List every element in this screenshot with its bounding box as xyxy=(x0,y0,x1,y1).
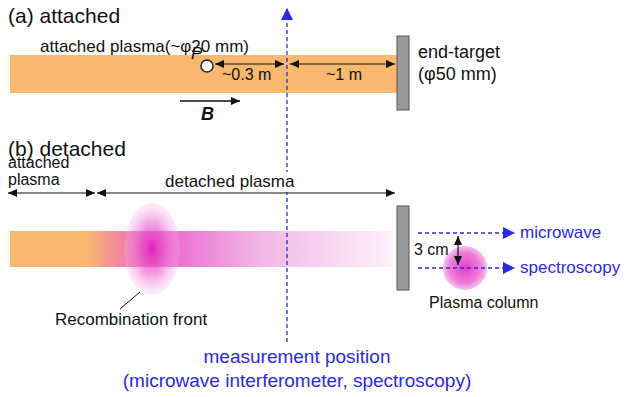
end-target-plate xyxy=(397,206,409,290)
point-label: P xyxy=(191,44,202,64)
field-symbol: B xyxy=(201,104,214,125)
field-arrow xyxy=(180,100,240,102)
chord-label: microwave xyxy=(520,223,601,243)
caption-line: (microwave interferometer, spectroscopy) xyxy=(123,370,471,392)
dimension-arrow xyxy=(215,63,284,64)
node-label: attached plasma(~φ20 mm) xyxy=(40,37,249,57)
callout-label: Recombination front xyxy=(55,310,207,330)
point-marker xyxy=(201,60,213,72)
attached-plasma-bar xyxy=(10,55,397,93)
region-arrow xyxy=(97,192,395,193)
region-label: detached plasma xyxy=(163,172,296,192)
node-label: Plasma column xyxy=(429,294,538,312)
dimension-arrow xyxy=(290,63,395,64)
chord-label: spectroscopy xyxy=(520,258,620,278)
node-label: (φ50 mm) xyxy=(418,64,497,85)
region-label: attached plasma xyxy=(8,155,78,189)
end-target-plate xyxy=(397,36,409,110)
microwave-chord xyxy=(418,232,515,233)
caption-line: measurement position xyxy=(204,346,391,368)
recombination-front xyxy=(124,203,180,295)
leader-line xyxy=(120,292,140,309)
detached-plasma-bar xyxy=(10,231,392,267)
dimension-arrow xyxy=(457,236,458,265)
spectroscopy-chord xyxy=(418,267,515,268)
node-label: end-target xyxy=(418,42,500,63)
region-arrow xyxy=(8,192,95,193)
dimension-label: 3 cm xyxy=(414,241,449,259)
panel-heading: (a) attached xyxy=(8,4,120,28)
target-plate: end-target(φ50 mm) xyxy=(397,36,409,110)
dimension-label: ~1 m xyxy=(326,66,362,84)
dimension-label: ~0.3 m xyxy=(222,66,271,84)
plasma-column-node: Plasma column xyxy=(443,246,487,290)
